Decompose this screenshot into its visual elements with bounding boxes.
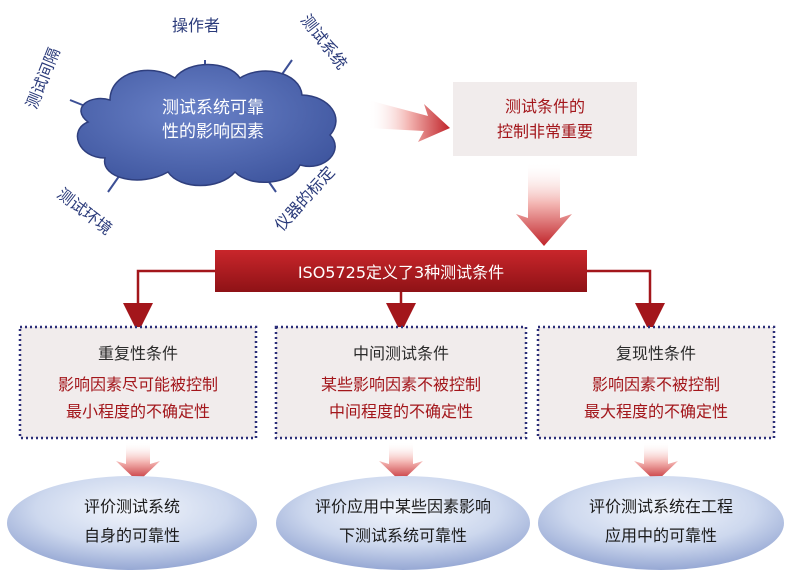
condition-2-line-2: 中间程度的不确定性 [329,402,473,421]
connector-right [587,269,665,333]
cloud-line-1: 测试系统可靠 [162,98,264,118]
condition-1-title: 重复性条件 [98,344,178,363]
factor-test-environment: 测试环境 [54,184,116,238]
condition-1-line-2: 最小程度的不确定性 [66,402,210,421]
outcome-ellipse-3: 评价测试系统在工程 应用中的可靠性 [538,476,784,570]
banner-connectors [123,269,665,333]
iso-banner [215,250,587,292]
condition-2-title: 中间测试条件 [353,344,449,363]
condition-2-line-1: 某些影响因素不被控制 [321,375,481,394]
importance-line-2: 控制非常重要 [497,122,593,141]
arrow-cloud-to-importance [368,100,450,142]
factor-operator: 操作者 [172,16,220,35]
condition-3-line-1: 影响因素不被控制 [592,375,720,394]
cloud-line-2: 性的影响因素 [162,122,264,142]
influence-cloud [76,63,337,187]
condition-box-1: 重复性条件 影响因素尽可能被控制 最小程度的不确定性 [18,325,258,440]
connector-left [123,269,215,333]
factor-test-interval: 测试间隔 [22,45,64,111]
condition-box-2: 中间测试条件 某些影响因素不被控制 中间程度的不确定性 [274,325,528,440]
arrow-down-3 [634,442,678,482]
importance-box [453,82,637,156]
outcome-1-line-1: 评价测试系统 [84,497,180,516]
iso-banner-text: ISO5725定义了3种测试条件 [298,263,504,282]
condition-3-line-2: 最大程度的不确定性 [584,402,728,421]
condition-1-line-1: 影响因素尽可能被控制 [58,375,218,394]
factor-test-system: 测试系统 [297,11,351,73]
down-arrows [116,442,678,482]
importance-line-1: 测试条件的 [505,97,585,116]
condition-box-3: 复现性条件 影响因素不被控制 最大程度的不确定性 [536,325,776,440]
outcome-ellipse-1: 评价测试系统 自身的可靠性 [7,476,257,570]
condition-3-title: 复现性条件 [616,344,696,363]
outcome-2-line-1: 评价应用中某些因素影响 [315,497,491,516]
arrow-down-1 [116,442,160,482]
arrow-down-2 [379,442,423,482]
outcome-ellipse-2: 评价应用中某些因素影响 下测试系统可靠性 [276,476,530,570]
outcome-2-line-2: 下测试系统可靠性 [339,526,467,545]
outcome-3-line-1: 评价测试系统在工程 [589,497,733,516]
arrow-importance-to-banner [516,162,572,246]
outcome-1-line-2: 自身的可靠性 [84,526,180,545]
outcome-3-line-2: 应用中的可靠性 [605,526,717,545]
